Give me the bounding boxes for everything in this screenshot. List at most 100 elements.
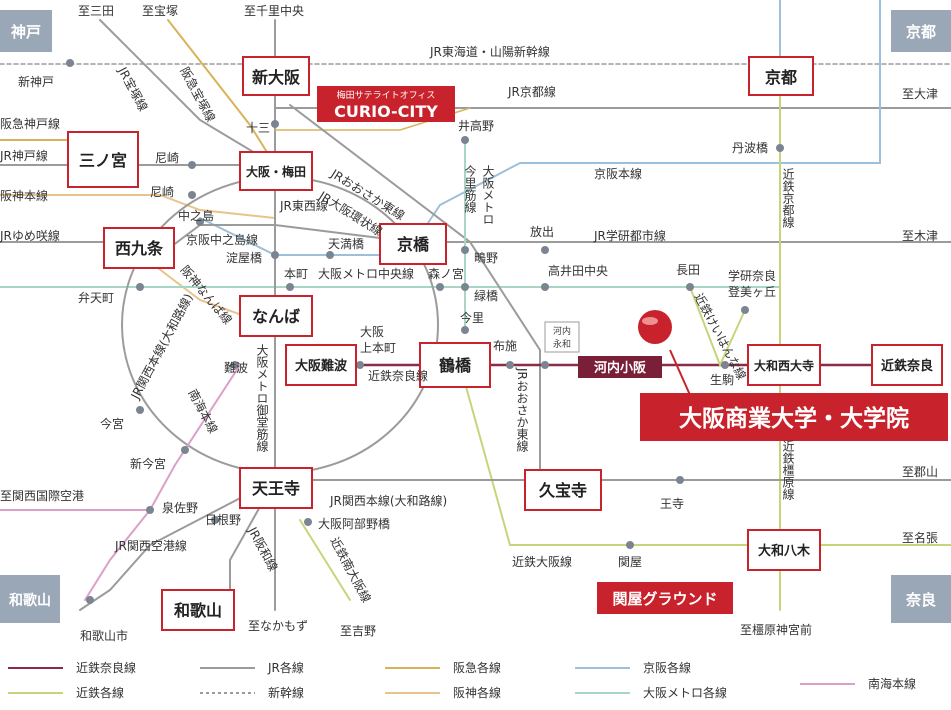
svg-text:関屋グラウンド: 関屋グラウンド [612, 590, 717, 608]
svg-text:弁天町: 弁天町 [78, 290, 114, 305]
station-kyobashi[interactable]: 京橋 [379, 223, 447, 265]
svg-text:中之島: 中之島 [178, 208, 214, 223]
svg-text:至千里中央: 至千里中央 [244, 3, 304, 18]
svg-text:天王寺: 天王寺 [252, 479, 300, 498]
svg-text:高井田中央: 高井田中央 [548, 263, 608, 278]
hanshin-main-line [0, 194, 276, 219]
svg-text:久宝寺: 久宝寺 [539, 481, 587, 500]
kawachi-kosaka-badge[interactable]: 河内小阪 [578, 356, 662, 378]
station-wakayama[interactable]: 和歌山 [161, 589, 235, 631]
svg-text:京都: 京都 [765, 68, 797, 87]
svg-text:京橋: 京橋 [397, 235, 430, 254]
svg-text:難波: 難波 [224, 360, 248, 375]
svg-text:丹波橋: 丹波橋 [732, 141, 768, 155]
svg-text:JR関西本線(大和路線): JR関西本線(大和路線) [127, 291, 196, 402]
svg-text:天満橋: 天満橋 [328, 237, 364, 251]
station-kyuhoji[interactable]: 久宝寺 [524, 469, 602, 511]
svg-text:大阪阿部野橋: 大阪阿部野橋 [318, 516, 390, 531]
svg-text:JR宝塚線: JR宝塚線 [115, 63, 151, 113]
svg-text:新神戸: 新神戸 [18, 74, 54, 89]
svg-text:和歌山: 和歌山 [174, 601, 222, 620]
svg-text:梅田サテライトオフィス: 梅田サテライトオフィス [337, 89, 436, 101]
svg-text:西九条: 西九条 [115, 239, 164, 258]
svg-text:井高野: 井高野 [458, 118, 494, 133]
svg-text:近鉄奈良線: 近鉄奈良線 [368, 368, 428, 383]
legend-label: 南海本線 [868, 676, 916, 691]
station-yamato-saidaiji[interactable]: 大和西大寺 [747, 344, 821, 386]
station-osaka-umeda[interactable]: 大阪・梅田 [239, 151, 313, 191]
svg-text:大阪メトロ: 大阪メトロ [481, 165, 495, 225]
station-namba[interactable]: なんば [239, 295, 313, 337]
svg-text:近鉄大阪線: 近鉄大阪線 [512, 554, 572, 569]
kawachi-eiwa-label: 河内 永和 [544, 321, 580, 353]
svg-text:至名張: 至名張 [902, 530, 938, 545]
region-kyoto: 京都 [891, 10, 951, 52]
svg-text:近鉄奈良: 近鉄奈良 [881, 358, 933, 374]
keihan-main-line [417, 0, 881, 239]
station-kintetsu-nara[interactable]: 近鉄奈良 [871, 344, 943, 386]
sekiya-ground-callout[interactable]: 関屋グラウンド [597, 582, 733, 614]
jr-kansai-airport-line [79, 479, 276, 611]
station-kyoto[interactable]: 京都 [748, 56, 814, 96]
svg-text:河内: 河内 [553, 325, 571, 337]
svg-text:十三: 十三 [246, 121, 270, 135]
svg-text:泉佐野: 泉佐野 [162, 501, 198, 515]
svg-text:至吉野: 至吉野 [340, 624, 376, 638]
region-nara: 奈良 [891, 575, 951, 623]
station-yamato-yagi[interactable]: 大和八木 [747, 529, 821, 571]
university-callout[interactable]: 大阪商業大学・大学院 [640, 393, 948, 441]
svg-text:南海本線: 南海本線 [185, 386, 221, 435]
station-tennoji[interactable]: 天王寺 [239, 467, 313, 509]
university-logo-icon [638, 310, 672, 344]
region-wakayama: 和歌山 [0, 575, 60, 623]
svg-text:近鉄京都線: 近鉄京都線 [781, 168, 795, 228]
legend-label: 阪急各線 [453, 660, 501, 675]
svg-text:JR東西線: JR東西線 [279, 198, 328, 213]
legend-label: 新幹線 [268, 685, 304, 700]
svg-text:京阪本線: 京阪本線 [594, 166, 642, 181]
svg-text:本町: 本町 [284, 267, 308, 281]
vertical-line-labels: 大阪メトロ御堂筋線 今里筋線 大阪メトロ JRおおさか東線 近鉄京都線 近鉄橿原… [255, 164, 795, 500]
station-tsuruhashi[interactable]: 鶴橋 [419, 342, 491, 388]
station-shin-osaka[interactable]: 新大阪 [242, 56, 310, 96]
svg-text:生駒: 生駒 [710, 373, 734, 387]
station-osaka-namba[interactable]: 大阪難波 [285, 344, 357, 386]
svg-text:上本町: 上本町 [360, 341, 396, 355]
svg-text:奈良: 奈良 [905, 591, 936, 609]
svg-text:JR東海道・山陽新幹線: JR東海道・山陽新幹線 [429, 44, 550, 59]
legend-label: 阪神各線 [453, 685, 501, 700]
svg-text:阪神本線: 阪神本線 [0, 188, 48, 203]
svg-text:至なかもず: 至なかもず [248, 619, 308, 633]
kintetsu-osaka-line [459, 364, 951, 546]
svg-text:近鉄橿原線: 近鉄橿原線 [781, 440, 795, 500]
kintetsu-keihanna-line [689, 286, 746, 368]
svg-text:関屋: 関屋 [618, 555, 642, 569]
curio-city-callout[interactable]: 梅田サテライトオフィス CURIO-CITY [317, 86, 455, 122]
svg-text:長田: 長田 [676, 263, 700, 277]
svg-text:鴫野: 鴫野 [474, 251, 498, 265]
svg-text:JR関西空港線: JR関西空港線 [114, 538, 187, 553]
jr-tozai-line [159, 224, 381, 256]
kintetsu-minami-line [299, 519, 351, 601]
svg-text:大阪メトロ中央線: 大阪メトロ中央線 [318, 266, 414, 281]
svg-text:布施: 布施 [493, 339, 517, 353]
svg-text:CURIO-CITY: CURIO-CITY [334, 102, 438, 121]
station-nishikujo[interactable]: 西九条 [103, 227, 175, 269]
svg-text:日根野: 日根野 [205, 513, 241, 527]
jr-osaka-higashi-line [289, 104, 541, 471]
legend-label: 大阪メトロ各線 [643, 685, 727, 700]
station-sannomiya[interactable]: 三ノ宮 [67, 131, 139, 188]
svg-text:JR京都線: JR京都線 [507, 84, 556, 99]
svg-text:尼崎: 尼崎 [150, 185, 174, 199]
svg-text:登美ヶ丘: 登美ヶ丘 [728, 284, 776, 299]
svg-text:至三田: 至三田 [78, 4, 114, 18]
svg-text:和歌山: 和歌山 [9, 592, 51, 609]
svg-text:至木津: 至木津 [902, 229, 938, 243]
svg-text:大阪商業大学・大学院: 大阪商業大学・大学院 [679, 405, 909, 432]
svg-text:河内小阪: 河内小阪 [594, 360, 647, 376]
svg-text:今宮: 今宮 [100, 416, 124, 431]
svg-text:阪急神戸線: 阪急神戸線 [0, 116, 60, 131]
svg-text:京都: 京都 [906, 23, 936, 41]
svg-text:尼崎: 尼崎 [155, 151, 179, 165]
svg-text:至大津: 至大津 [902, 87, 938, 101]
